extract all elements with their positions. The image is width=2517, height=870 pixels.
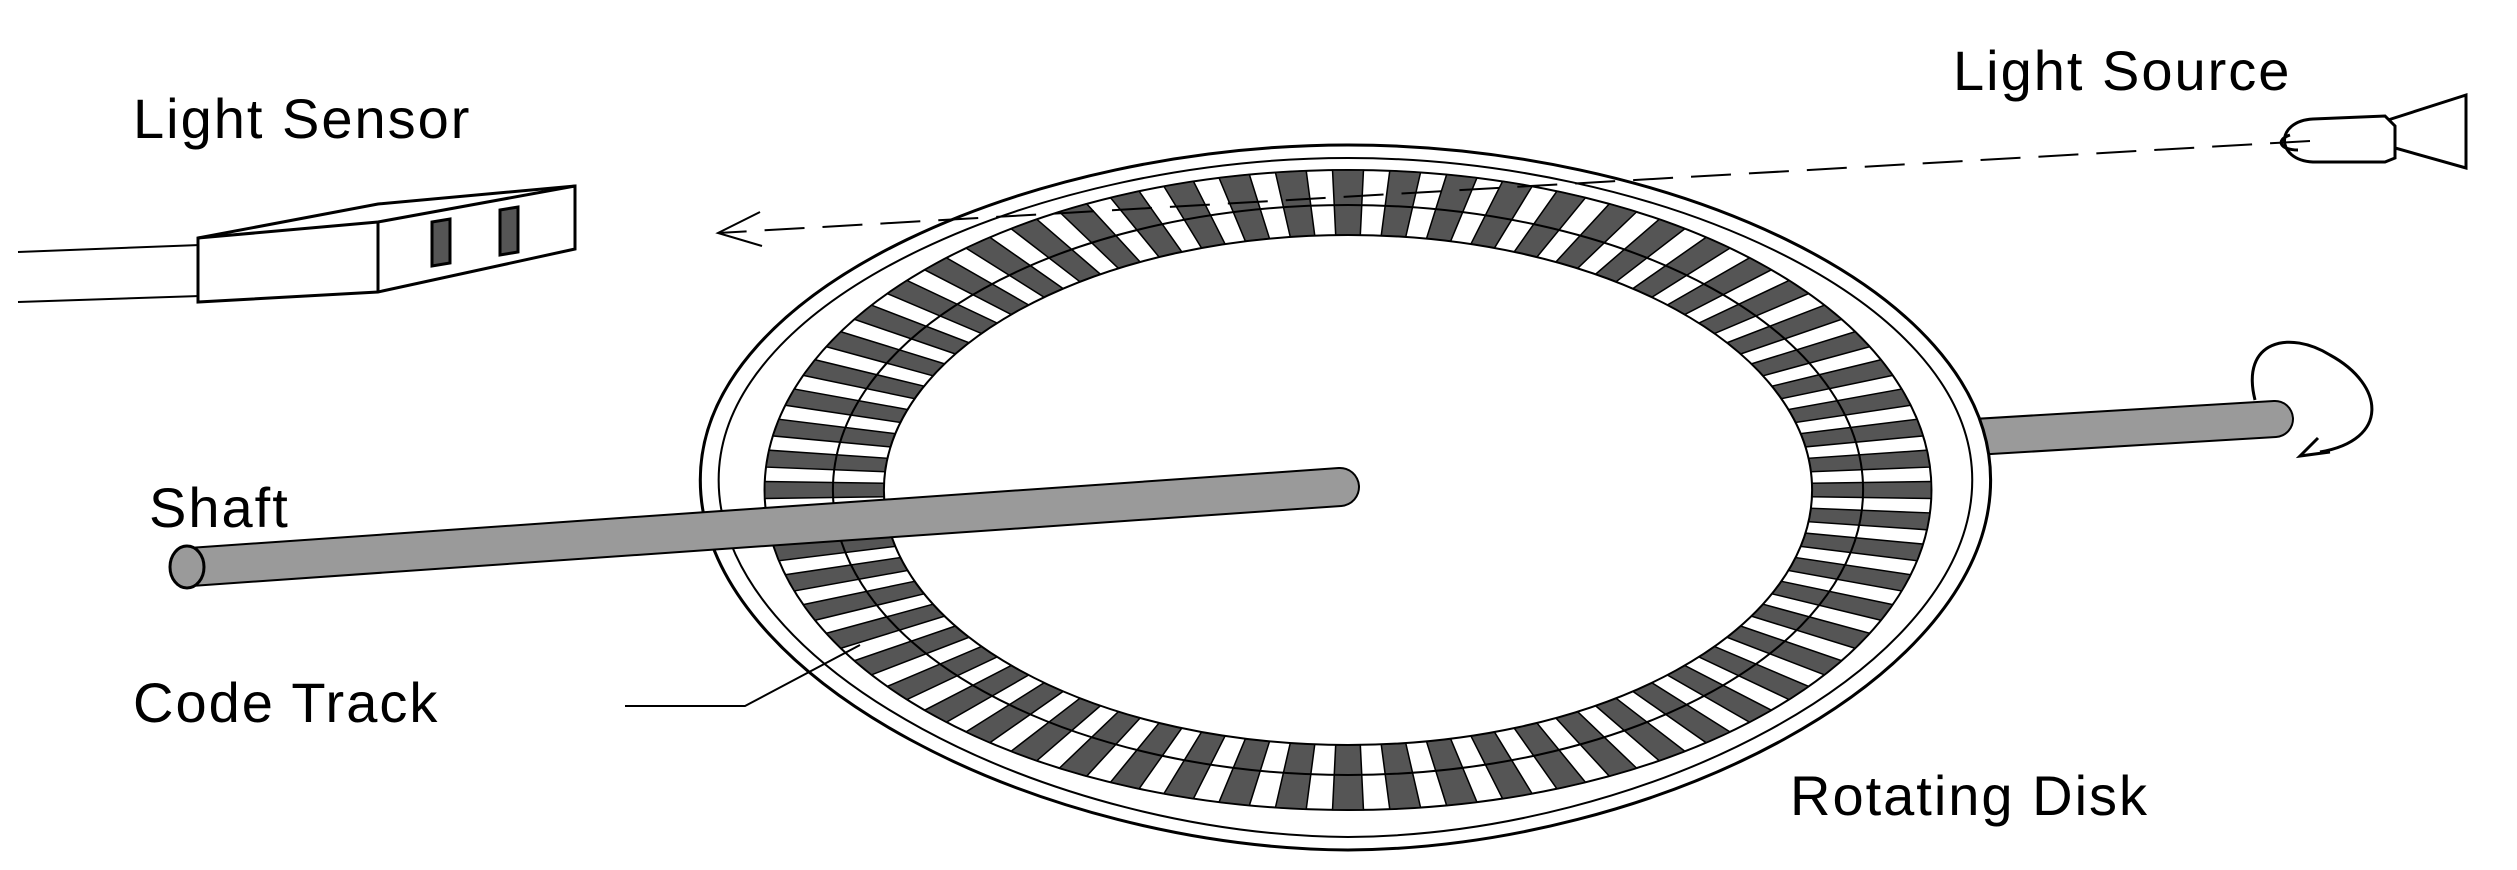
- code-track-segment: [1331, 169, 1365, 236]
- shaft-end: [168, 544, 206, 590]
- light-beam-arrow-icon: [715, 140, 2311, 247]
- label-code-track: Code Track: [133, 671, 439, 734]
- code-track-mid-ring: [831, 204, 1865, 776]
- code-track-segment: [763, 480, 885, 500]
- sensor-slot-right: [498, 205, 520, 257]
- code-track-leader: [625, 644, 861, 707]
- rotation-arrow-icon: [2250, 340, 2374, 459]
- shaft: [168, 467, 1360, 590]
- disk-inner-rim: [717, 156, 1974, 839]
- light-sensor: [17, 184, 577, 304]
- code-track-segment: [1811, 480, 1933, 500]
- light-source: [2279, 92, 2468, 170]
- label-light-source: Light Source: [1953, 39, 2291, 102]
- label-light-sensor: Light Sensor: [133, 87, 471, 150]
- label-shaft: Shaft: [149, 476, 290, 539]
- code-track-segment: [1331, 744, 1365, 811]
- label-rotating-disk: Rotating Disk: [1790, 764, 2149, 827]
- sensor-slot-left: [430, 217, 452, 268]
